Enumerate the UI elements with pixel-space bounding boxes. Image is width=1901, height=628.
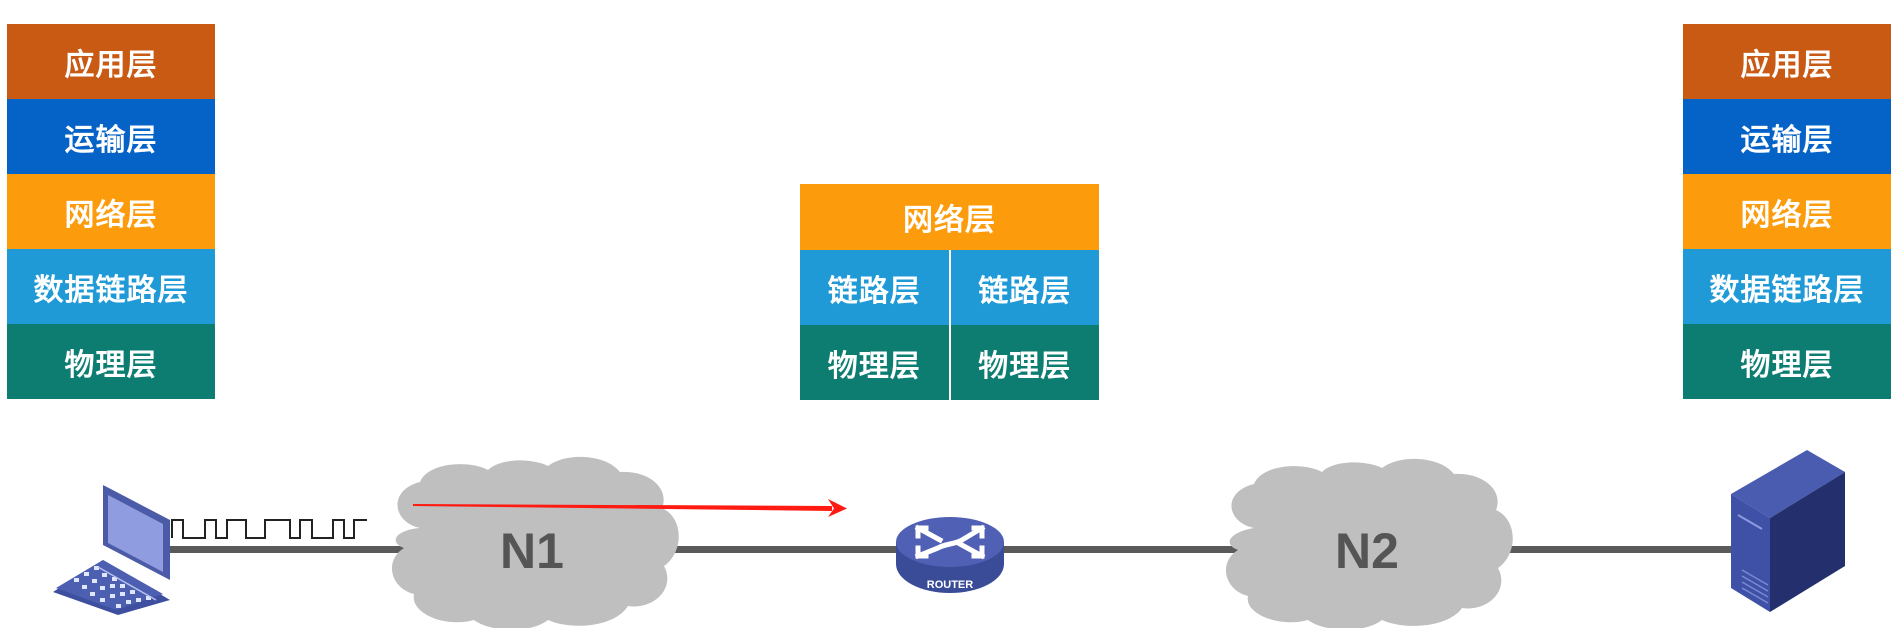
laptop-icon xyxy=(53,485,170,615)
datalink-layer: 数据链路层 xyxy=(1683,249,1891,324)
router-link-layer-left: 链路层 xyxy=(800,250,949,325)
router-network-layer: 网络层 xyxy=(800,184,1099,250)
router-link-layer-right: 链路层 xyxy=(948,250,1099,325)
router-icon: ROUTER xyxy=(896,517,1004,593)
physical-layer: 物理层 xyxy=(7,324,215,399)
cloud-n2-icon: N2 xyxy=(1226,458,1513,628)
router-protocol-stack: 网络层 链路层 链路层 物理层 物理层 xyxy=(800,184,1099,400)
left-host-protocol-stack: 应用层 运输层 网络层 数据链路层 物理层 xyxy=(7,24,215,399)
network-layer: 网络层 xyxy=(1683,174,1891,249)
server-icon xyxy=(1731,450,1845,612)
router-label: ROUTER xyxy=(927,579,974,591)
cloud-n1-icon: N1 xyxy=(392,456,679,628)
datalink-layer: 数据链路层 xyxy=(7,249,215,324)
signal-waveform xyxy=(171,519,367,539)
router-physical-layer-left: 物理层 xyxy=(800,325,949,400)
data-flow-arrow-icon xyxy=(413,499,847,517)
right-host-protocol-stack: 应用层 运输层 网络层 数据链路层 物理层 xyxy=(1683,24,1891,399)
transport-layer: 运输层 xyxy=(1683,99,1891,174)
application-layer: 应用层 xyxy=(7,24,215,99)
network-layer: 网络层 xyxy=(7,174,215,249)
router-physical-layer-right: 物理层 xyxy=(948,325,1099,400)
application-layer: 应用层 xyxy=(1683,24,1891,99)
n2-label: N2 xyxy=(1335,523,1399,579)
n1-label: N1 xyxy=(500,523,564,579)
physical-layer: 物理层 xyxy=(1683,324,1891,399)
transport-layer: 运输层 xyxy=(7,99,215,174)
